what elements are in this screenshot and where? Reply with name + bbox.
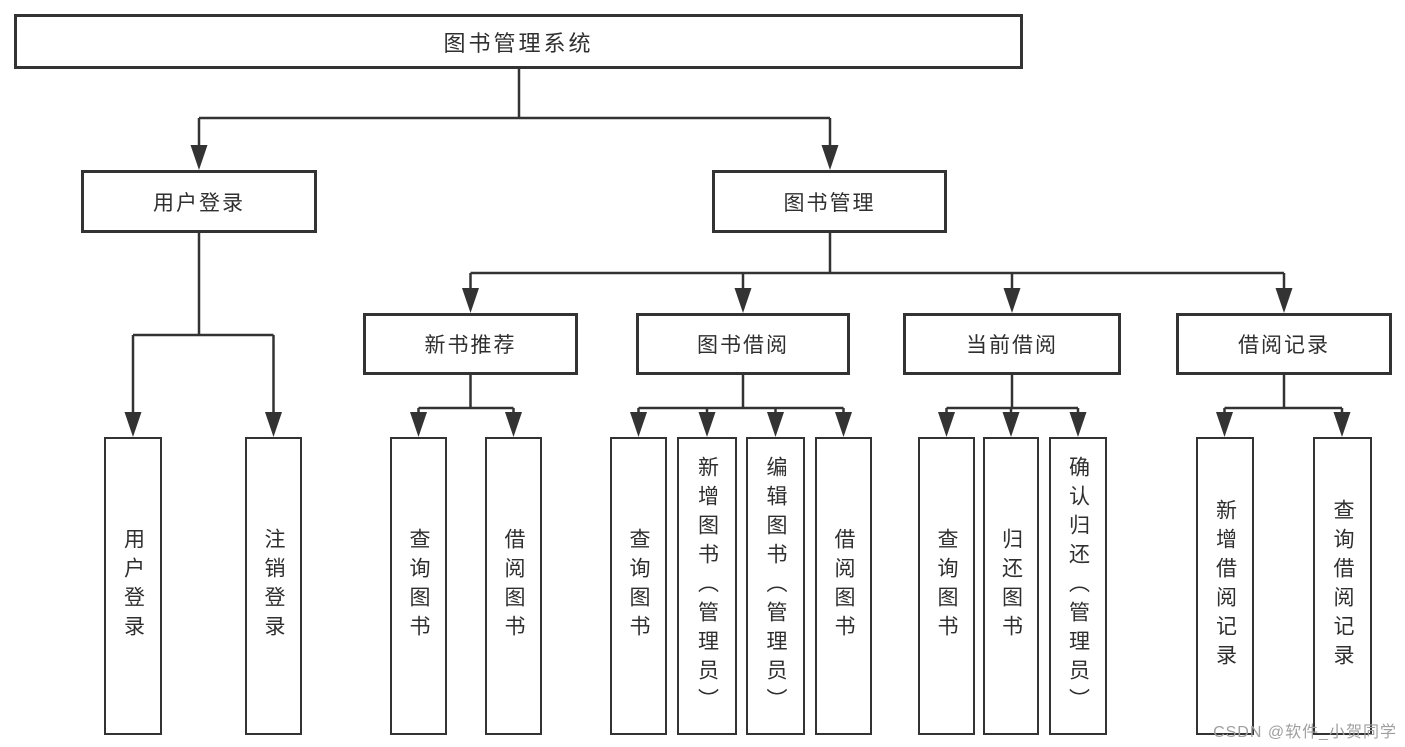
node-label: 用户登录 [153,191,245,215]
leaf-borrow-books: 借阅图书 [815,437,872,735]
leaf-query-books-borrow: 查询图书 [610,437,667,735]
node-label: 借阅图书 [502,528,525,644]
node-library-system: 图书管理系统 [14,14,1023,69]
node-label: 图书管理系统 [443,30,594,56]
node-book-management: 图书管理 [712,170,947,233]
arrow-down-icon [1216,412,1233,437]
node-label: 新书推荐 [424,334,517,357]
node-label: 查询图书 [627,528,650,644]
arrow-down-icon [1003,288,1021,313]
node-label: 注销登录 [262,528,285,644]
arrow-down-icon [821,145,839,170]
arrow-down-icon [1275,288,1293,313]
node-current-borrowing: 当前借阅 [903,313,1121,375]
node-label: 新增借阅记录 [1213,499,1237,673]
leaf-query-books-recommend: 查询图书 [390,437,447,735]
node-label: 借阅记录 [1238,334,1330,357]
arrow-down-icon [505,412,522,437]
leaf-query-borrow-record: 查询借阅记录 [1313,437,1372,735]
node-label: 当前借阅 [966,334,1058,357]
arrow-down-icon [938,412,955,437]
node-label: 查询图书 [407,528,430,644]
leaf-return-book: 归还图书 [983,437,1039,735]
arrow-down-icon [1333,412,1351,437]
arrow-down-icon [1069,412,1087,437]
arrow-down-icon [265,412,282,437]
arrow-down-icon [462,288,479,313]
leaf-query-books-current: 查询图书 [918,437,975,735]
node-label: 新增图书（管理员） [695,455,719,717]
node-label: 查询图书 [935,528,958,644]
arrow-down-icon [630,412,647,437]
arrow-down-icon [835,412,852,437]
arrow-down-icon [767,412,784,437]
node-user-login: 用户登录 [81,170,317,233]
node-label: 确认归还（管理员） [1066,455,1090,717]
arrow-down-icon [698,412,716,437]
leaf-add-book-admin: 新增图书（管理员） [677,437,737,735]
node-label: 图书管理 [783,191,876,215]
leaf-add-borrow-record: 新增借阅记录 [1196,437,1254,735]
node-new-book-recommend: 新书推荐 [363,313,578,375]
node-label: 图书借阅 [697,334,789,357]
node-label: 用户登录 [121,528,145,644]
node-label: 查询借阅记录 [1331,499,1354,673]
node-book-borrowing: 图书借阅 [636,313,850,375]
arrow-down-icon [734,288,752,313]
arrow-down-icon [190,145,208,170]
arrow-down-icon [1002,412,1020,437]
node-borrowing-records: 借阅记录 [1176,313,1392,375]
leaf-logout: 注销登录 [245,437,302,735]
watermark: CSDN @软件_小贺同学 [1213,724,1397,741]
node-label: 归还图书 [999,528,1023,644]
leaf-edit-book-admin: 编辑图书（管理员） [746,437,805,735]
node-label: 编辑图书（管理员） [764,455,787,717]
leaf-user-login: 用户登录 [104,437,162,735]
leaf-borrow-books-recommend: 借阅图书 [485,437,542,735]
arrow-down-icon [124,412,142,437]
leaf-confirm-return-admin: 确认归还（管理员） [1049,437,1107,735]
node-label: 借阅图书 [832,528,855,644]
arrow-down-icon [410,412,427,437]
